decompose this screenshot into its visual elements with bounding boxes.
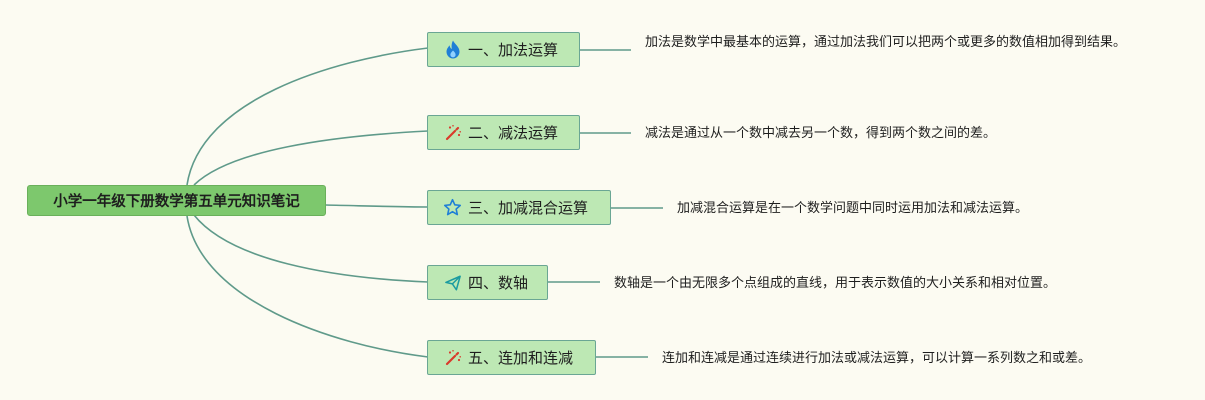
topic-label: 三、加减混合运算: [468, 199, 589, 217]
topic-consecutive-operations[interactable]: 五、连加和连减: [427, 340, 596, 375]
branch-line-4: [193, 214, 429, 283]
note-subtraction: 减法是通过从一个数中减去另一个数，得到两个数之间的差。: [645, 126, 997, 141]
note-number-line: 数轴是一个由无限多个点组成的直线，用于表示数值的大小关系和相对位置。: [614, 276, 1057, 291]
magic-wand-icon: [443, 348, 462, 367]
root-topic[interactable]: 小学一年级下册数学第五单元知识笔记: [27, 185, 326, 216]
star-icon: [443, 198, 462, 217]
note-mixed-operations: 加减混合运算是在一个数学问题中同时运用加法和减法运算。: [677, 201, 1029, 216]
paper-plane-icon: [443, 273, 462, 292]
topic-addition[interactable]: 一、加法运算: [427, 32, 580, 67]
branch-line-5: [186, 215, 429, 358]
topic-label: 二、减法运算: [468, 124, 559, 142]
fire-icon: [443, 40, 462, 59]
note-consecutive-operations: 连加和连减是通过连续进行加法或减法运算，可以计算一系列数之和或差。: [662, 351, 1092, 366]
magic-wand-icon: [443, 123, 462, 142]
topic-label: 五、连加和连减: [468, 349, 574, 367]
note-addition: 加法是数学中最基本的运算，通过加法我们可以把两个或更多的数值相加得到结果。: [645, 35, 1127, 50]
topic-label: 四、数轴: [468, 274, 529, 292]
branch-line-3: [325, 204, 429, 208]
branch-line-1: [186, 47, 429, 186]
topic-number-line[interactable]: 四、数轴: [427, 265, 548, 300]
topic-label: 一、加法运算: [468, 41, 559, 59]
topic-mixed-operations[interactable]: 三、加减混合运算: [427, 190, 611, 225]
topic-subtraction[interactable]: 二、减法运算: [427, 115, 580, 150]
branch-line-2: [193, 130, 429, 186]
